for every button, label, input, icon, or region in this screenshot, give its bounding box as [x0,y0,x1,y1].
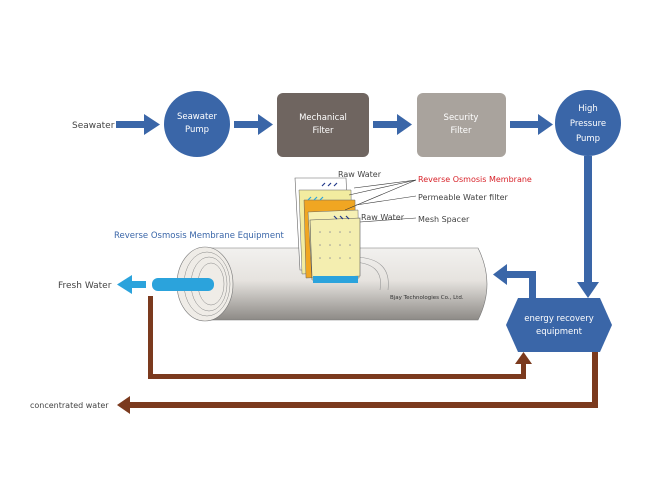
arrow-seawater-to-pump [116,114,160,135]
concentrated-water-label: concentrated water [30,401,109,410]
security-filter: Security Filter [417,93,506,157]
mechanical-filter-label: Mechanical [299,113,347,123]
credit-text: Bjay Technologies Co., Ltd. [390,295,464,301]
arrow-pump-to-mechanical [234,114,273,135]
hp-pump-label: High [578,104,598,114]
hp-pump-label: Pump [576,134,600,144]
energy-recovery-label: equipment [536,327,583,337]
hp-pump-label: Pressure [570,119,606,129]
security-filter-label: Security [444,113,479,123]
membrane-layers [294,177,361,283]
security-filter-label: Filter [450,126,472,136]
high-pressure-pump: High Pressure Pump [555,90,621,156]
seawater-pump-label: Pump [185,125,209,135]
mesh-spacer-label: Mesh Spacer [418,215,470,224]
energy-recovery-label: energy recovery [524,314,594,324]
permeable-water-filter-label: Permeable Water filter [418,193,509,202]
arrow-hp-pump-to-energy [577,156,599,298]
reverse-osmosis-membrane-label: Reverse Osmosis Membrane [418,175,532,184]
mechanical-filter-label: Filter [312,126,334,136]
raw-water-top-label: Raw Water [338,170,382,179]
arrow-mechanical-to-security [373,114,412,135]
raw-water-mid-label: Raw Water [361,213,405,222]
concentrated-water-arrow [117,352,598,414]
fresh-water-label: Fresh Water [58,281,112,291]
leader-lines [344,179,417,223]
arrow-security-to-hp-pump [510,114,553,135]
seawater-pump: Seawater Pump [164,91,230,157]
energy-recovery-equipment: energy recovery equipment [506,298,612,352]
fresh-water-pipe [117,275,214,294]
seawater-label: Seawater [72,121,115,131]
mechanical-filter: Mechanical Filter [277,93,369,157]
ro-equipment-title: Reverse Osmosis Membrane Equipment [114,231,284,241]
seawater-pump-label: Seawater [177,112,218,122]
arrow-energy-to-membrane [493,264,536,298]
